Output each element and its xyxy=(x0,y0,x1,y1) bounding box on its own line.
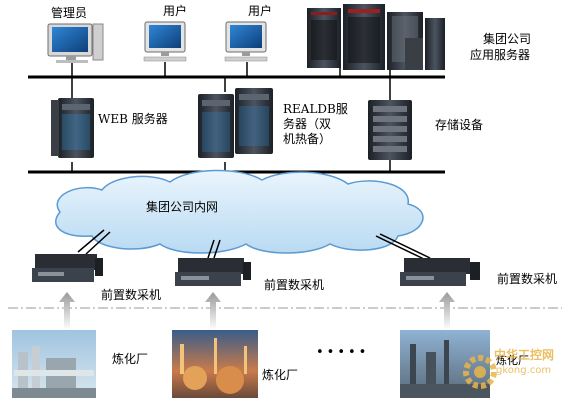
realdb-server-icon xyxy=(198,88,273,158)
collector-device-icon-1 xyxy=(32,254,103,282)
upload-arrow-1 xyxy=(59,292,75,330)
intranet-cloud-label: 集团公司内网 xyxy=(146,200,219,214)
plant-label-2: 炼化厂 xyxy=(262,368,299,382)
collector-label-1: 前置数采机 xyxy=(101,288,162,302)
plant-label-3: 炼化厂 xyxy=(496,354,529,367)
realdb-label-line1: REALDB服 xyxy=(283,102,348,116)
upload-arrow-2 xyxy=(205,292,221,330)
user-label-1: 用户 xyxy=(163,4,188,18)
watermark-text: 中华工控网 xyxy=(494,348,555,362)
refinery-image-2 xyxy=(172,330,258,398)
web-server-icon xyxy=(51,98,94,158)
app-server-cluster-icon xyxy=(307,4,445,70)
admin-computer-icon xyxy=(47,23,104,63)
storage-label: 存储设备 xyxy=(435,118,484,132)
collector-device-icon-2 xyxy=(175,258,251,286)
user-label-2: 用户 xyxy=(248,4,273,18)
upload-arrow-3 xyxy=(439,292,455,330)
realdb-label-line2: 务器（双 xyxy=(283,117,332,131)
app-server-label-line2: 应用服务器 xyxy=(470,48,531,62)
admin-label: 管理员 xyxy=(51,6,88,20)
watermark-url: gkong.com xyxy=(496,365,552,376)
collector-label-2: 前置数采机 xyxy=(264,278,325,292)
cloud-links xyxy=(77,229,431,261)
storage-device-icon xyxy=(368,100,412,160)
app-server-label-line1: 集团公司 xyxy=(483,32,532,46)
refinery-image-1 xyxy=(12,330,96,398)
watermark-gear-icon xyxy=(463,355,497,389)
user-computer-icon-1 xyxy=(143,21,187,62)
collector-label-3: 前置数采机 xyxy=(497,272,558,286)
web-server-label: WEB 服务器 xyxy=(98,112,168,126)
plant-label-1: 炼化厂 xyxy=(112,352,149,366)
more-plants-ellipsis: ••••• xyxy=(316,345,370,360)
user-computer-icon-2 xyxy=(224,21,268,62)
collector-device-icon-3 xyxy=(400,258,480,286)
realdb-label-line3: 机热备） xyxy=(283,132,332,146)
intranet-cloud-shape xyxy=(54,169,424,254)
